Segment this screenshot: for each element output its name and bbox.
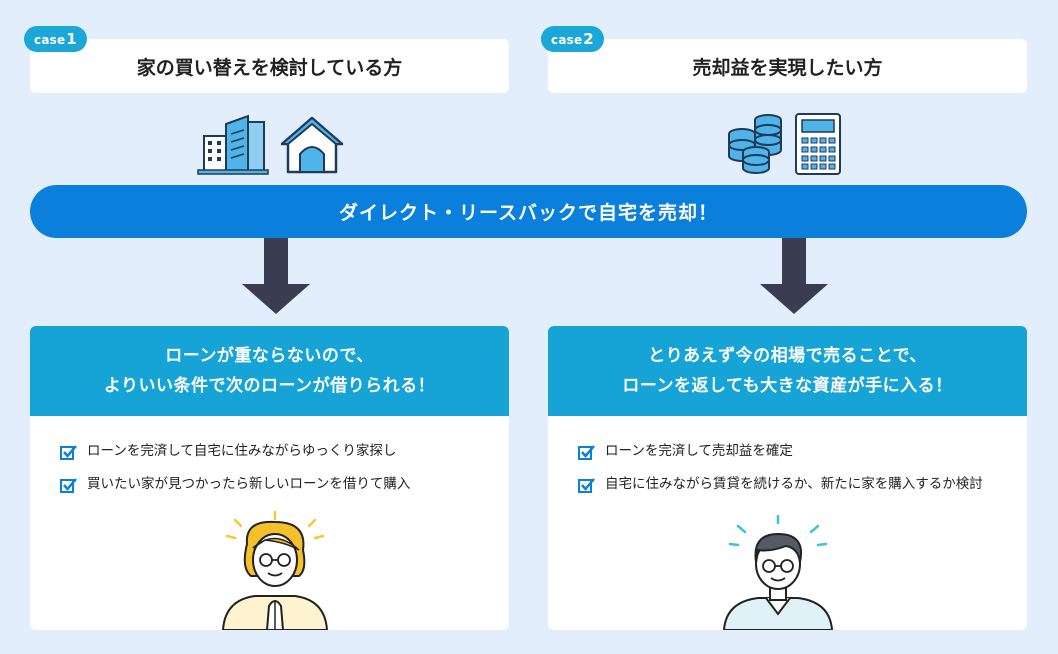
panel2-list: ローンを完済して売却益を確定 自宅に住みながら賃貸を続けるか、新たに家を購入する… [578, 440, 998, 506]
case1-title: 家の買い替えを検討している方 [136, 56, 403, 79]
happy-woman-illustration [221, 510, 329, 630]
building-icon [197, 114, 269, 175]
down-arrow-icon [242, 238, 310, 314]
case2-card: 売却益を実現したい方 [548, 39, 1027, 93]
calculator-icon [795, 113, 841, 175]
list-item: ローンを完済して売却益を確定 [578, 440, 998, 463]
list-item: ローンを完済して自宅に住みながらゆっくり家探し [60, 440, 480, 463]
case2-title: 売却益を実現したい方 [692, 56, 883, 79]
panel1-list: ローンを完済して自宅に住みながらゆっくり家探し 買いたい家が見つかったら新しいロ… [60, 440, 480, 506]
result-panel-2: とりあえず今の相場で売ることで、 ローンを返しても大きな資産が手に入る！ ローン… [548, 326, 1027, 630]
checkbox-checked-icon [578, 478, 595, 493]
case1-tag: case1 [24, 26, 87, 52]
panel2-heading: とりあえず今の相場で売ることで、 ローンを返しても大きな資産が手に入る！ [548, 326, 1027, 416]
result-panel-1: ローンが重ならないので、 よりいい条件で次のローンが借りられる！ ローンを完済し… [30, 326, 509, 630]
happy-man-illustration [722, 514, 834, 630]
checkbox-checked-icon [60, 478, 77, 493]
coins-icon [728, 114, 782, 174]
down-arrow-icon [760, 238, 828, 314]
checkbox-checked-icon [60, 445, 77, 460]
list-item: 自宅に住みながら賃貸を続けるか、新たに家を購入するか検討 [578, 473, 998, 496]
case2-tag: case2 [541, 26, 604, 52]
case1-card: 家の買い替えを検討している方 [30, 39, 509, 93]
banner-text: ダイレクト・リースバックで自宅を売却！ [338, 202, 719, 224]
panel1-heading: ローンが重ならないので、 よりいい条件で次のローンが借りられる！ [30, 326, 509, 416]
list-item: 買いたい家が見つかったら新しいローンを借りて購入 [60, 473, 480, 496]
checkbox-checked-icon [578, 445, 595, 460]
main-banner: ダイレクト・リースバックで自宅を売却！ [30, 185, 1027, 238]
house-icon [280, 116, 344, 174]
